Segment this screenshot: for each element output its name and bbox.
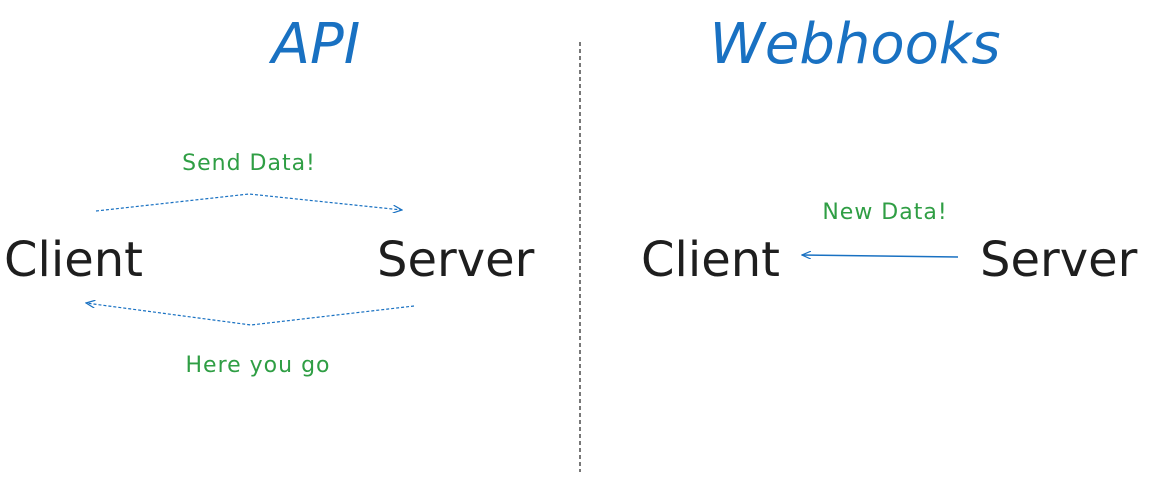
api-response-label: Here you go — [185, 353, 330, 378]
webhooks-title: Webhooks — [710, 12, 1001, 77]
webhooks-push-label: New Data! — [822, 200, 947, 225]
api-response-arrow — [86, 303, 415, 326]
api-client-node: Client — [4, 232, 143, 288]
api-title: API — [269, 12, 361, 77]
webhooks-client-node: Client — [641, 232, 780, 288]
webhooks-server-node: Server — [980, 232, 1138, 288]
api-request-arrow — [95, 193, 402, 211]
api-request-label: Send Data! — [182, 151, 316, 176]
webhooks-push-arrow — [802, 255, 959, 257]
api-server-node: Server — [377, 232, 535, 288]
